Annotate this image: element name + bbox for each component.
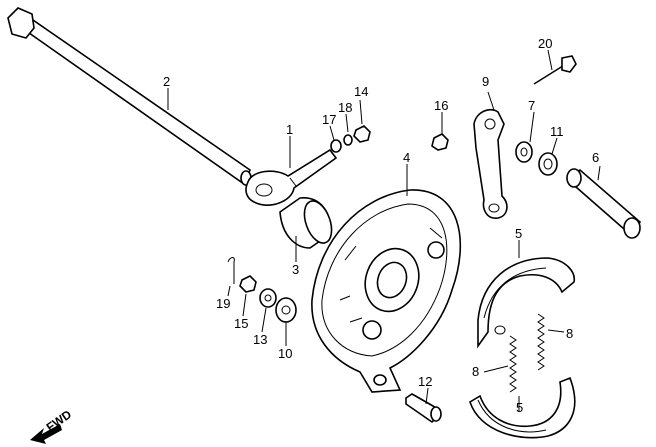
callout-18: 18 bbox=[338, 100, 352, 115]
callout-13: 13 bbox=[253, 332, 267, 347]
pin-19-part bbox=[227, 257, 235, 284]
brake-panel-part bbox=[311, 189, 462, 393]
callout-8-right: 8 bbox=[566, 326, 573, 341]
collar-part bbox=[279, 197, 333, 249]
nut-15-part bbox=[239, 275, 257, 293]
callout-6: 6 bbox=[592, 150, 599, 165]
callout-9: 9 bbox=[482, 74, 489, 89]
callout-5-lower: 5 bbox=[516, 400, 523, 415]
cam-shaft-part bbox=[566, 168, 642, 239]
callout-19: 19 bbox=[216, 296, 230, 311]
bolt-12-part bbox=[405, 393, 442, 424]
callout-11: 11 bbox=[550, 124, 564, 139]
washer-13-part bbox=[259, 288, 277, 308]
callout-2: 2 bbox=[163, 74, 170, 89]
axle-shaft-part bbox=[7, 7, 252, 186]
nut-16-part bbox=[431, 133, 449, 151]
callout-12: 12 bbox=[418, 374, 432, 389]
forward-arrow-icon bbox=[30, 424, 62, 444]
callout-14: 14 bbox=[354, 84, 368, 99]
brake-shoe-upper-part bbox=[477, 257, 575, 349]
callout-10: 10 bbox=[278, 346, 292, 361]
callout-3: 3 bbox=[292, 262, 299, 277]
cam-lever-part bbox=[473, 108, 508, 219]
return-spring-left-part bbox=[509, 335, 517, 393]
bolt-20-part bbox=[533, 55, 577, 85]
brake-arm-part bbox=[245, 148, 338, 206]
callout-17: 17 bbox=[322, 112, 336, 127]
nut-14-part bbox=[353, 125, 371, 143]
callout-1: 1 bbox=[286, 122, 293, 137]
callout-8-left: 8 bbox=[472, 364, 479, 379]
callout-4: 4 bbox=[403, 150, 410, 165]
washer-7-part bbox=[515, 141, 533, 163]
seal-11-part bbox=[538, 152, 558, 176]
leader-lines bbox=[167, 49, 601, 412]
callout-5-upper: 5 bbox=[515, 226, 522, 241]
washer-17-part bbox=[330, 139, 342, 153]
forward-direction-indicator: FWD bbox=[30, 407, 74, 444]
brake-shoe-lower-part bbox=[469, 376, 576, 439]
callout-7: 7 bbox=[528, 98, 535, 113]
washer-10-part bbox=[275, 297, 297, 323]
callout-15: 15 bbox=[234, 316, 248, 331]
washer-18-part bbox=[343, 134, 353, 146]
callout-16: 16 bbox=[434, 98, 448, 113]
return-spring-right-part bbox=[537, 313, 545, 371]
callout-20: 20 bbox=[538, 36, 552, 51]
